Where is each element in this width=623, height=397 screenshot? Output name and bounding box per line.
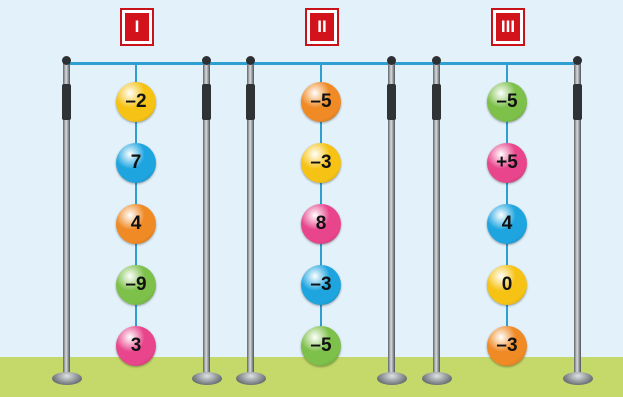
pole-knob [202, 56, 211, 65]
bead[interactable]: –5 [301, 326, 341, 366]
pole-band [573, 84, 582, 120]
bead[interactable]: 4 [487, 204, 527, 244]
bead[interactable]: 4 [116, 204, 156, 244]
bead-value: –3 [310, 152, 331, 174]
bead-value: 3 [131, 335, 142, 357]
frame-label-text: III [496, 13, 520, 41]
bead[interactable]: –5 [301, 82, 341, 122]
bead-value: 0 [502, 274, 513, 296]
pole-base [52, 372, 82, 385]
bead-value: –3 [496, 335, 517, 357]
bead-value: –5 [310, 91, 331, 113]
frame-label-text: I [125, 13, 149, 41]
bead-value: –5 [310, 335, 331, 357]
pole-base [563, 372, 593, 385]
pole-base [236, 372, 266, 385]
pole-band [432, 84, 441, 120]
bead-value: –9 [125, 274, 146, 296]
pole-base [377, 372, 407, 385]
bead[interactable]: –9 [116, 265, 156, 305]
frame-label-2: II [305, 8, 339, 46]
bead[interactable]: +5 [487, 143, 527, 183]
pole-knob [432, 56, 441, 65]
bead-value: –3 [310, 274, 331, 296]
bead[interactable]: 0 [487, 265, 527, 305]
pole-band [62, 84, 71, 120]
bead[interactable]: –5 [487, 82, 527, 122]
pole-knob [387, 56, 396, 65]
frame-label-text: II [310, 13, 334, 41]
pole-band [387, 84, 396, 120]
frame-label-3: III [491, 8, 525, 46]
bead[interactable]: 7 [116, 143, 156, 183]
pole-band [246, 84, 255, 120]
bead[interactable]: –3 [301, 143, 341, 183]
bead-value: 4 [131, 213, 142, 235]
bead-value: +5 [496, 152, 518, 174]
bead-value: –5 [496, 91, 517, 113]
pole-knob [573, 56, 582, 65]
pole-base [422, 372, 452, 385]
bead[interactable]: –2 [116, 82, 156, 122]
pole-knob [246, 56, 255, 65]
bead[interactable]: –3 [487, 326, 527, 366]
pole-base [192, 372, 222, 385]
bead-value: 4 [502, 213, 513, 235]
bead[interactable]: 3 [116, 326, 156, 366]
bead[interactable]: 8 [301, 204, 341, 244]
top-wire [66, 62, 579, 65]
frame-label-1: I [120, 8, 154, 46]
bead[interactable]: –3 [301, 265, 341, 305]
pole-knob [62, 56, 71, 65]
pole-band [202, 84, 211, 120]
bead-value: 8 [316, 213, 327, 235]
bead-value: 7 [131, 152, 142, 174]
bead-value: –2 [125, 91, 146, 113]
